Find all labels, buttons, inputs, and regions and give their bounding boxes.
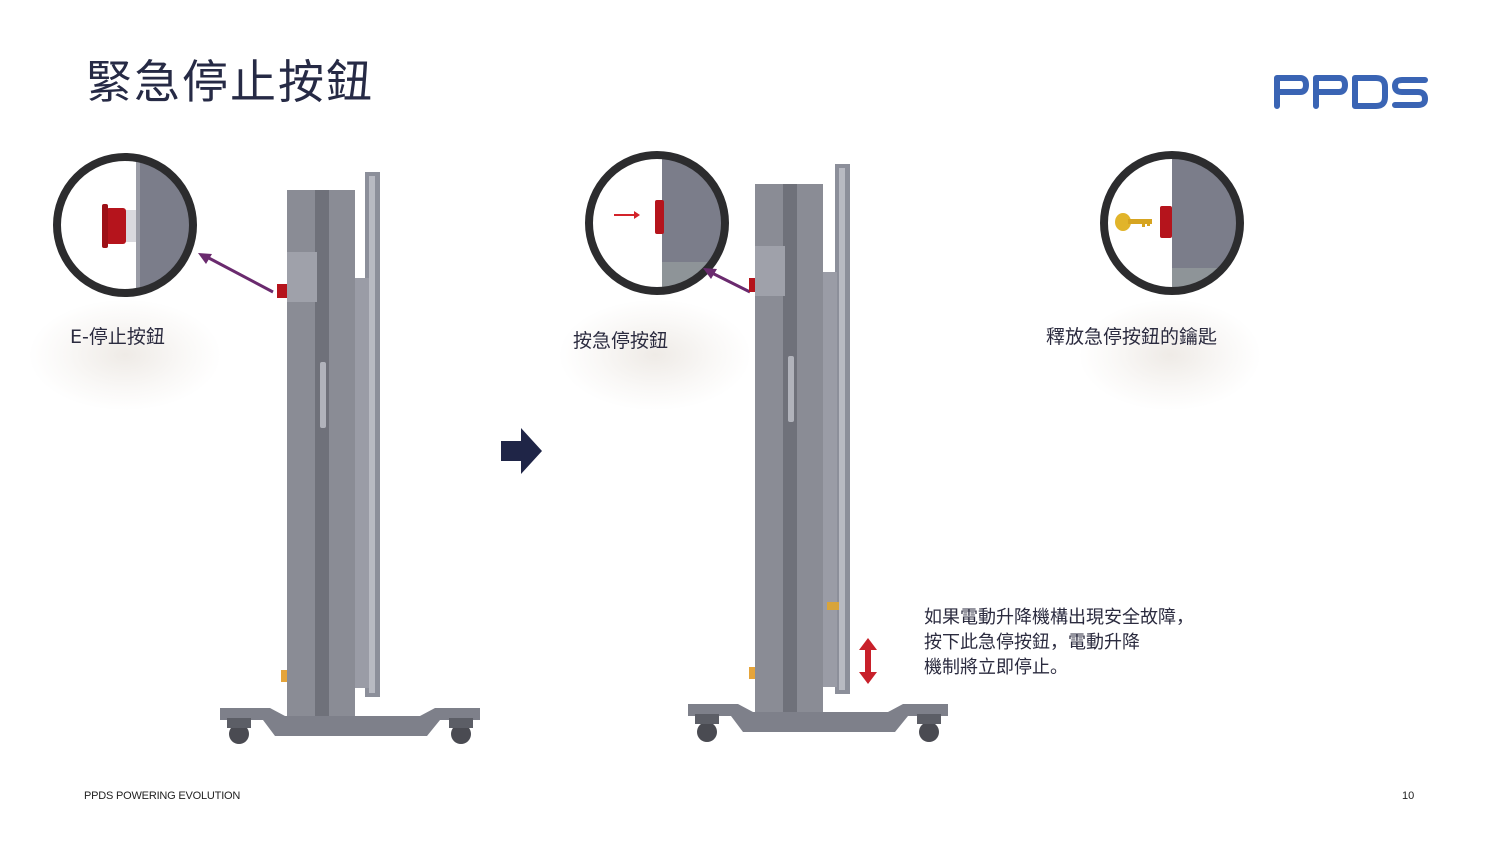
press-stop-zoom-icon (585, 151, 729, 295)
motorized-stand-illustration (220, 172, 480, 744)
page-number: 10 (1402, 790, 1415, 802)
note-line: 如果電動升降機構出現安全故障， (924, 607, 1194, 628)
note-line: 按下此急停按鈕，電動升降 (924, 632, 1140, 653)
emergency-stop-zoom-icon (53, 153, 197, 297)
right-arrow-icon (501, 428, 542, 474)
pointer-arrow-icon (703, 268, 751, 294)
page-title: 緊急停止按鈕 (86, 55, 374, 109)
footer-tagline: PPDS POWERING EVOLUTION (84, 790, 241, 802)
motorized-stand-illustration (688, 164, 948, 742)
caption-e-stop: E-停止按鈕 (70, 326, 165, 348)
caption-glow (30, 300, 220, 410)
caption-glow (560, 300, 750, 410)
safety-note: 如果電動升降機構出現安全故障， 按下此急停按鈕，電動升降 機制將立即停止。 (924, 605, 1194, 680)
caption-release-key: 釋放急停按鈕的鑰匙 (1046, 326, 1218, 348)
note-line: 機制將立即停止。 (924, 657, 1068, 678)
caption-press-stop: 按急停按鈕 (573, 330, 669, 352)
up-down-arrow-icon (859, 638, 877, 684)
caption-glow (1080, 300, 1260, 410)
pointer-arrow-icon (198, 253, 274, 294)
release-key-zoom-icon (1100, 151, 1244, 295)
ppds-logo (1274, 75, 1428, 109)
